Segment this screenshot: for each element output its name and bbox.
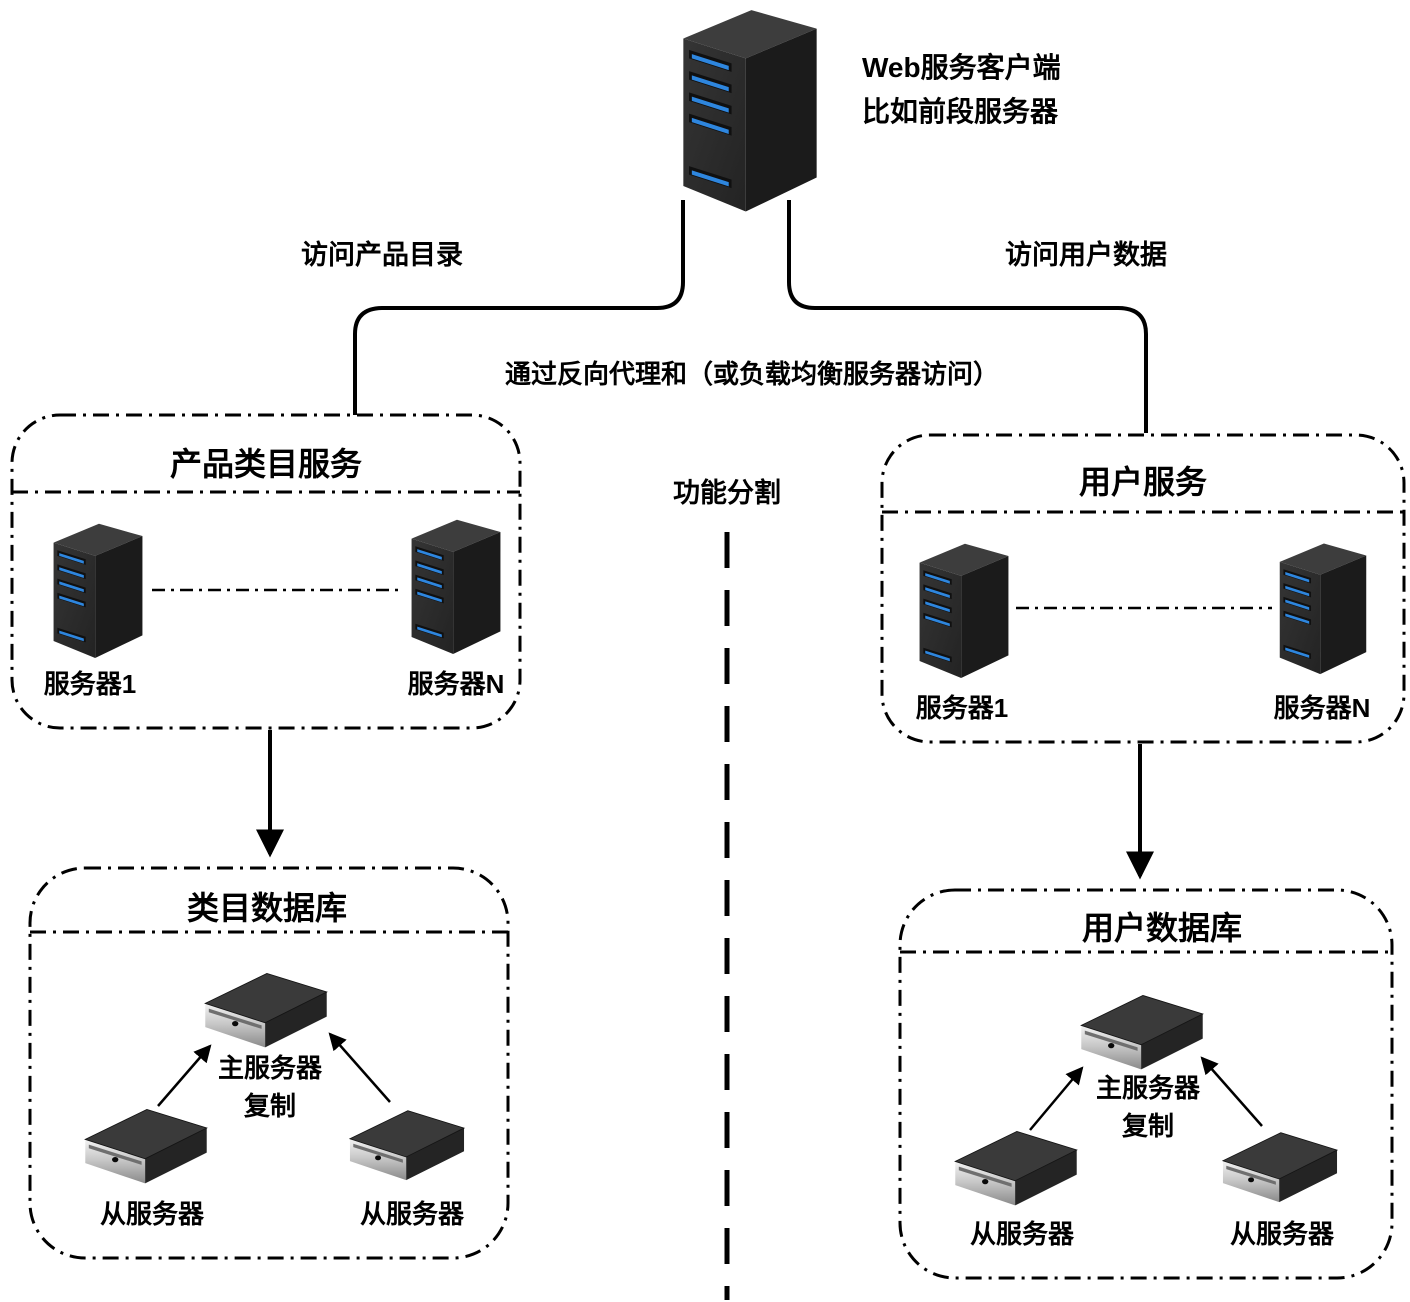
user-service-title: 用户服务 bbox=[1078, 464, 1207, 500]
catalog-slave2-label: 从服务器 bbox=[359, 1199, 464, 1229]
product-service-title: 产品类目服务 bbox=[169, 446, 362, 482]
userdb-master-server-icon bbox=[1080, 994, 1204, 1070]
user-serverN-icon bbox=[1279, 543, 1367, 675]
web-client-server-icon bbox=[683, 10, 817, 212]
edge-label-access-userdata: 访问用户数据 bbox=[1005, 240, 1167, 270]
catalog-slave1-server-icon bbox=[84, 1108, 208, 1184]
catalog-master-label: 主服务器 bbox=[217, 1053, 322, 1083]
web-client-label-line1: Web服务客户端 bbox=[862, 52, 1061, 83]
catalog-slave1-label: 从服务器 bbox=[99, 1199, 204, 1229]
userdb-slave2-label: 从服务器 bbox=[1229, 1219, 1334, 1249]
catalog-master-server-icon bbox=[204, 972, 328, 1048]
box-catalog-db bbox=[28, 866, 510, 1260]
web-client-label-line2: 比如前段服务器 bbox=[862, 96, 1059, 127]
userdb-replication-label: 复制 bbox=[1121, 1111, 1174, 1141]
userdb-slave2-server-icon bbox=[1222, 1132, 1338, 1203]
edge-client-to-product-service bbox=[353, 200, 685, 415]
product-server1-icon bbox=[53, 523, 143, 659]
arrow-catalog-slave2-to-master bbox=[328, 1032, 391, 1103]
user-server1-icon bbox=[919, 543, 1009, 679]
proxy-note-label: 通过反向代理和（或负载均衡服务器访问） bbox=[504, 359, 999, 389]
catalog-db-title: 类目数据库 bbox=[186, 890, 347, 926]
product-serverN-icon bbox=[411, 519, 501, 655]
user-db-title: 用户数据库 bbox=[1081, 910, 1242, 946]
user-server1-label: 服务器1 bbox=[915, 693, 1009, 723]
arrow-userdb-slave2-to-master bbox=[1200, 1056, 1263, 1127]
user-serverN-label: 服务器N bbox=[1273, 693, 1371, 723]
arrow-catalog-slave1-to-master bbox=[157, 1044, 212, 1107]
box-product-service bbox=[10, 413, 522, 730]
catalog-replication-label: 复制 bbox=[243, 1091, 296, 1121]
box-user-service bbox=[880, 433, 1406, 744]
edge-client-to-user-service bbox=[787, 200, 1148, 433]
userdb-master-label: 主服务器 bbox=[1095, 1073, 1200, 1103]
product-serverN-label: 服务器N bbox=[407, 669, 505, 699]
userdb-slave1-label: 从服务器 bbox=[969, 1219, 1074, 1249]
arrow-userdb-slave1-to-master bbox=[1029, 1066, 1084, 1131]
catalog-slave2-server-icon bbox=[349, 1110, 465, 1181]
edge-label-access-catalog: 访问产品目录 bbox=[301, 240, 463, 270]
userdb-slave1-server-icon bbox=[954, 1130, 1078, 1206]
box-user-db bbox=[898, 888, 1394, 1280]
product-server1-label: 服务器1 bbox=[43, 669, 137, 699]
partition-label: 功能分割 bbox=[673, 478, 781, 508]
